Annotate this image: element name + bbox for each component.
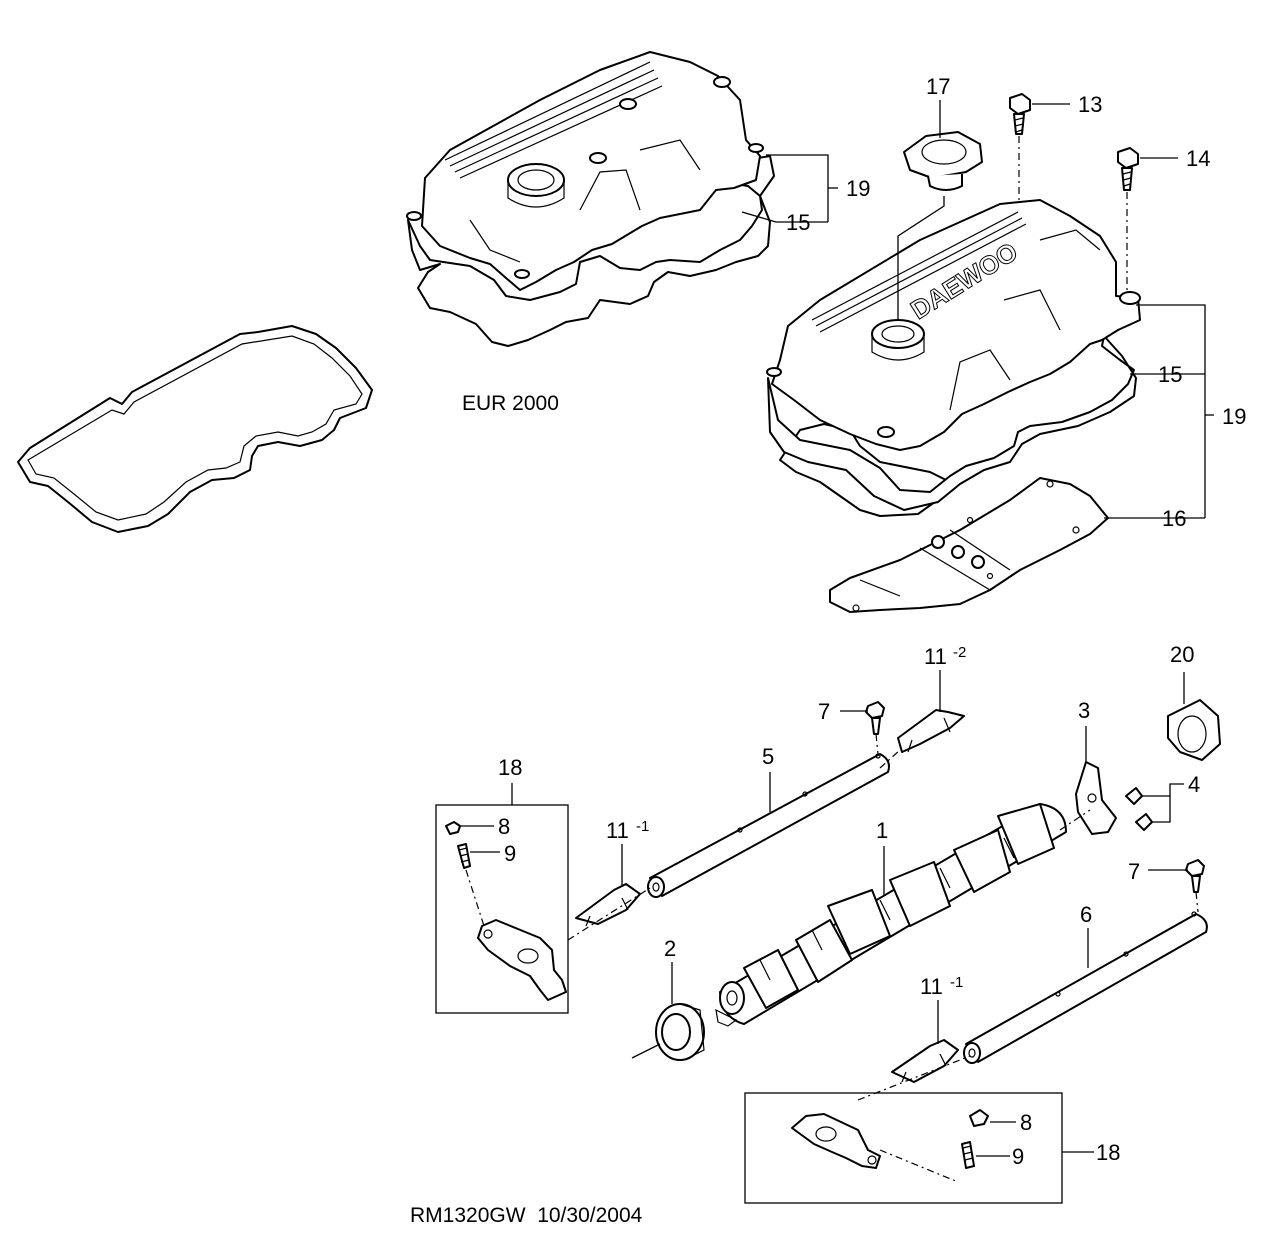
callout-8-upper: 8 <box>498 814 510 839</box>
loose-cover-gasket <box>17 325 373 533</box>
leader-lines <box>460 100 1214 1157</box>
callout-3: 3 <box>1078 698 1090 723</box>
callout-19-upper: 19 <box>846 176 870 201</box>
callout-13: 13 <box>1078 92 1102 117</box>
shaft-bolt-upper <box>865 701 885 735</box>
callout-11-minus1-upper-suffix: -1 <box>636 818 649 835</box>
callout-5: 5 <box>762 744 774 769</box>
callout-7-lower: 7 <box>1128 859 1140 884</box>
rocker-arm-kit-box-left <box>435 804 569 1014</box>
callout-11-minus1-upper: 11 <box>606 818 629 843</box>
footer-code-date: RM1320GW 10/30/2004 <box>410 1204 643 1227</box>
callout-15-upper: 15 <box>786 210 810 235</box>
callout-18-lower: 18 <box>1096 1140 1120 1165</box>
callout-18-upper: 18 <box>498 755 522 780</box>
oil-filler-cap <box>903 131 983 191</box>
camshaft-end-cap <box>1167 699 1221 761</box>
callout-9-upper: 9 <box>504 841 516 866</box>
shaft-spring-clip-1-lower <box>891 1039 959 1083</box>
callout-11-minus1-lower-suffix: -1 <box>950 974 963 991</box>
callout-15-right: 15 <box>1158 362 1182 387</box>
thrust-plate-bolts <box>1125 787 1153 831</box>
variant-caption: EUR 2000 <box>462 392 559 415</box>
callout-7-upper: 7 <box>818 699 830 724</box>
camshaft <box>715 803 1067 1027</box>
callout-20: 20 <box>1170 642 1194 667</box>
callout-6: 6 <box>1080 902 1092 927</box>
callout-4: 4 <box>1188 772 1200 797</box>
cover-bolt-14 <box>1117 147 1139 191</box>
callout-14: 14 <box>1186 146 1210 171</box>
callout-2: 2 <box>664 936 676 961</box>
cover-main: DAEWOO <box>766 199 1141 517</box>
callout-19-right: 19 <box>1222 404 1246 429</box>
callout-9-lower: 9 <box>1012 1144 1024 1169</box>
callout-1: 1 <box>876 818 888 843</box>
cover-bolt-13 <box>1009 93 1031 135</box>
callout-17: 17 <box>926 74 950 99</box>
camshaft-oil-seal <box>655 1003 705 1061</box>
rocker-arm-kit-box-right <box>744 1092 1063 1204</box>
cover-eur2000 <box>406 51 775 347</box>
rocker-shaft-upper <box>647 753 890 898</box>
callout-8-lower: 8 <box>1020 1110 1032 1135</box>
callouts: 19 15 17 13 14 15 19 16 11 -2 20 7 3 5 1… <box>498 74 1246 1169</box>
callout-11-minus1-lower: 11 <box>920 974 943 999</box>
shaft-spring-clip-2 <box>897 709 965 753</box>
shaft-spring-clip-1-upper <box>575 883 641 927</box>
callout-11-minus2-suffix: -2 <box>953 644 966 661</box>
shaft-bolt-lower <box>1185 859 1205 893</box>
callout-11-minus2: 11 <box>924 644 947 669</box>
callout-16: 16 <box>1162 506 1186 531</box>
rocker-shaft-lower <box>963 911 1208 1064</box>
baffle-plate <box>829 477 1109 613</box>
thrust-plate <box>1075 761 1117 835</box>
